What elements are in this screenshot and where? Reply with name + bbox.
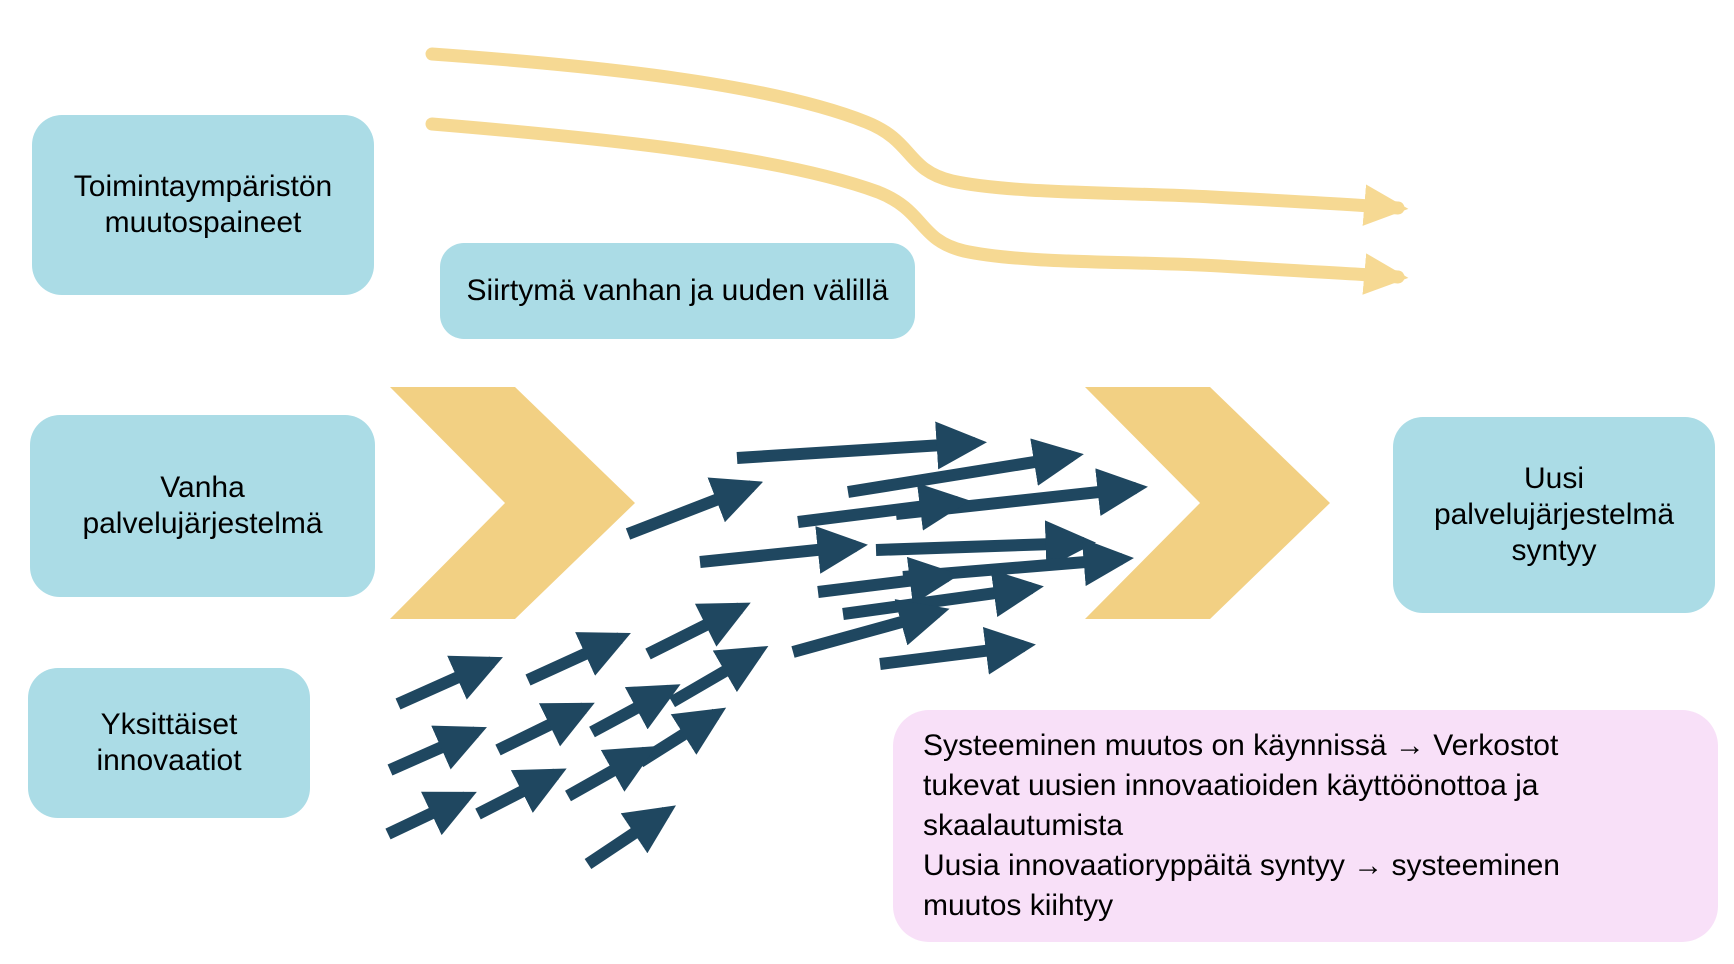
innovation-arrow: [395, 655, 503, 710]
innovation-arrow: [645, 602, 751, 660]
innovation-arrow: [842, 569, 1044, 620]
innovation-arrow: [636, 707, 727, 768]
innovation-arrow: [565, 746, 657, 802]
innovation-arrow: [589, 684, 681, 738]
innovation-arrow: [817, 556, 960, 605]
note-paragraph-1: Systeeminen muutos on käynnissä → Verkos…: [923, 729, 1559, 842]
innovation-arrow: [584, 805, 676, 869]
box-old-system: Vanha palvelujärjestelmä: [30, 415, 375, 597]
innovation-arrow: [879, 626, 1036, 675]
note-systemic-change: Systeeminen muutos on käynnissä → Verkos…: [893, 710, 1718, 942]
innovation-arrow: [495, 702, 595, 756]
box-individual-innovations: Yksittäiset innovaatiot: [28, 668, 310, 818]
box-individual-innovations-label: Yksittäiset innovaatiot: [96, 708, 242, 777]
chevron-arrow-left: [390, 387, 635, 619]
box-old-system-label: Vanha palvelujärjestelmä: [82, 471, 323, 540]
innovation-arrow: [625, 477, 764, 540]
innovation-arrow: [525, 632, 631, 686]
innovation-arrow: [385, 791, 477, 840]
box-change-pressures: Toimintaympäristön muutospaineet: [32, 115, 374, 295]
transition-flow-line-bottom: [425, 117, 1409, 295]
innovation-arrow: [791, 599, 950, 658]
innovation-arrow: [475, 768, 567, 820]
box-transition: Siirtymä vanhan ja uuden välillä: [440, 243, 915, 339]
innovation-arrows: [385, 421, 1148, 869]
innovation-arrow: [797, 482, 970, 531]
innovation-arrow: [668, 645, 769, 708]
innovation-arrow: [699, 526, 868, 574]
innovation-arrow: [736, 421, 987, 470]
box-transition-label: Siirtymä vanhan ja uuden välillä: [466, 274, 889, 307]
box-new-system: Uusi palvelujärjestelmä syntyy: [1393, 417, 1715, 613]
innovation-arrow: [875, 520, 1096, 569]
box-new-system-label: Uusi palvelujärjestelmä syntyy: [1433, 462, 1675, 567]
innovation-arrow: [387, 725, 487, 776]
note-paragraph-2: Uusia innovaatioryppäitä syntyy → systee…: [923, 849, 1560, 922]
chevron-arrow-right: [1085, 387, 1330, 619]
transition-flow-line-top: [425, 47, 1409, 226]
innovation-arrow: [847, 438, 1084, 498]
box-change-pressures-label: Toimintaympäristön muutospaineet: [73, 170, 333, 239]
